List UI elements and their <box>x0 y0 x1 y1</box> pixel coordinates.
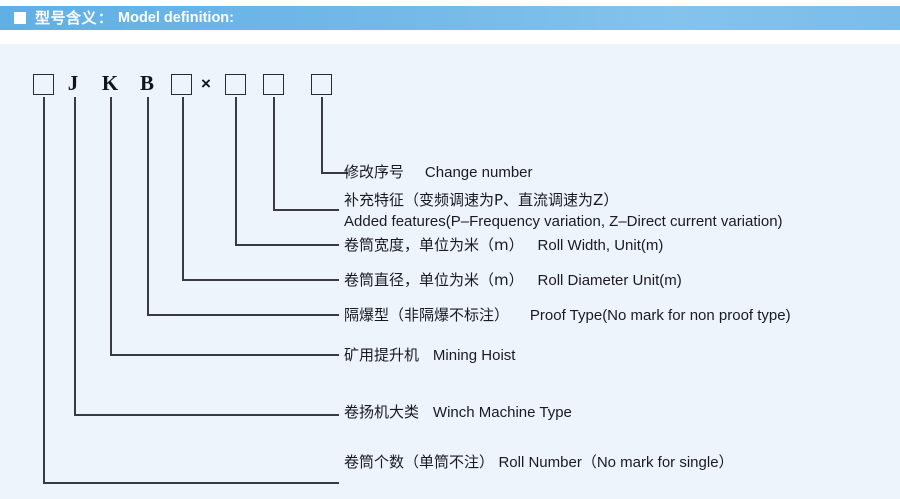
callout-cn-mining-hoist: 矿用提升机 <box>344 346 420 364</box>
leader-vline-winch-machine-type <box>74 97 76 415</box>
callout-label-roll-diameter: 卷筒直径，单位为米（m） Roll Diameter Unit(m) <box>344 269 682 290</box>
callout-en-roll-width: Roll Width, Unit(m) <box>537 237 664 254</box>
callout-en-roll-number: Roll Number（No mark for single） <box>498 454 734 471</box>
callout-cn-proof-type: 隔爆型（非隔爆不标注） <box>344 306 510 324</box>
callout-cn-change-number: 修改序号 <box>344 163 405 181</box>
callout-en-added-features: Added features(P–Frequency variation, Z–… <box>344 213 783 230</box>
callout-label-proof-type: 隔爆型（非隔爆不标注） Proof Type(No mark for non p… <box>344 304 791 325</box>
code-letter-b: B <box>139 71 154 95</box>
code-box-proof-type <box>171 74 192 95</box>
leader-hline-roll-number <box>43 482 339 484</box>
callout-cn-roll-number: 卷筒个数（单筒不注） <box>344 453 495 471</box>
callout-cn-roll-diameter: 卷筒直径，单位为米（m） <box>344 271 524 289</box>
header-title-english: Model definition: <box>118 9 234 26</box>
leader-hline-roll-width <box>235 244 339 246</box>
callout-cn-roll-width: 卷筒宽度，单位为米（m） <box>344 236 524 254</box>
callout-en-roll-diameter: Roll Diameter Unit(m) <box>537 272 682 289</box>
code-box-roll-width <box>263 74 284 95</box>
leader-hline-change-number <box>321 172 348 174</box>
callout-label-added-features: 补充特征（变频调速为P、直流调速为Z） Added features(P–Fre… <box>344 189 783 230</box>
leader-vline-proof-type <box>147 97 149 315</box>
leader-vline-added-features <box>273 97 275 210</box>
callout-en-change-number: Change number <box>424 164 533 181</box>
bullet-square-icon <box>14 12 26 24</box>
callout-label-roll-number: 卷筒个数（单筒不注） Roll Number（No mark for singl… <box>344 451 734 472</box>
leader-vline-mining-hoist <box>110 97 112 355</box>
section-header-bar: 型号含义 ： Model definition: <box>0 6 900 30</box>
code-box-roll-number <box>33 74 54 95</box>
leader-vline-roll-number <box>43 97 45 483</box>
callout-cn-added-features: 补充特征（变频调速为P、直流调速为Z） <box>344 191 619 209</box>
leader-hline-added-features <box>273 209 339 211</box>
code-box-change-number <box>311 74 332 95</box>
header-title-chinese: 型号含义 <box>35 9 98 27</box>
callout-label-change-number: 修改序号 Change number <box>344 161 533 182</box>
code-multiply-sign: × <box>201 74 211 93</box>
diagram-panel: J K B × 修改序号 <box>0 44 900 499</box>
leader-hline-roll-diameter <box>182 279 339 281</box>
leader-vline-roll-width <box>235 97 237 245</box>
code-letter-j: J <box>67 71 79 95</box>
callout-label-winch-machine-type: 卷扬机大类 Winch Machine Type <box>344 401 572 422</box>
code-letter-k: K <box>101 71 119 95</box>
callout-cn-winch-machine-type: 卷扬机大类 <box>344 403 420 421</box>
leader-vline-change-number <box>321 97 323 173</box>
callout-en-winch-machine-type: Winch Machine Type <box>432 404 572 421</box>
header-colon: ： <box>98 10 113 26</box>
callout-label-roll-width: 卷筒宽度，单位为米（m） Roll Width, Unit(m) <box>344 234 663 255</box>
callout-en-proof-type: Proof Type(No mark for non proof type) <box>529 307 791 324</box>
callout-label-mining-hoist: 矿用提升机 Mining Hoist <box>344 344 515 365</box>
callout-en-mining-hoist: Mining Hoist <box>432 347 516 364</box>
leader-hline-proof-type <box>147 314 339 316</box>
leader-hline-winch-machine-type <box>74 414 339 416</box>
leader-hline-mining-hoist <box>110 354 339 356</box>
code-box-roll-diameter <box>225 74 246 95</box>
leader-vline-roll-diameter <box>182 97 184 280</box>
